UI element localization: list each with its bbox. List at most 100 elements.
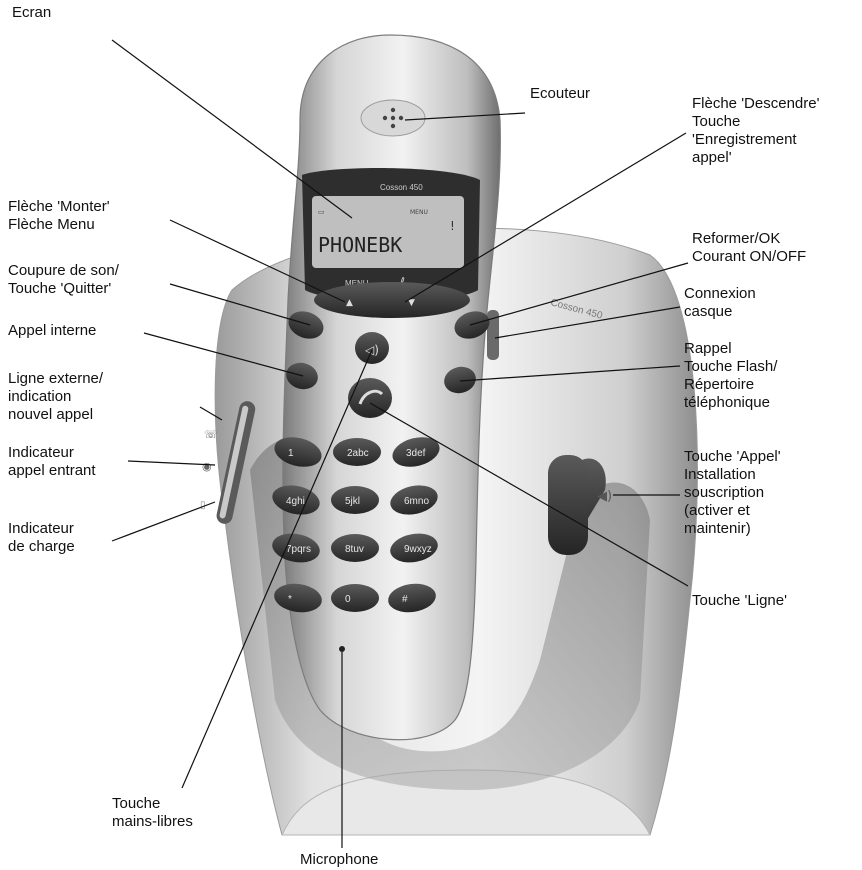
handsfree-key [355, 332, 389, 364]
label-line: Touche 'Quitter' [8, 280, 112, 297]
indicator-strip-highlight [219, 405, 249, 519]
keypad-key-10 [274, 583, 322, 613]
label-line: téléphonique [684, 394, 770, 411]
label-line: Touche Flash/ [684, 358, 778, 375]
label-ecouteur: Ecouteur [530, 85, 590, 103]
line-icon: ☏ [204, 428, 218, 441]
label-line: Connexion [684, 285, 756, 302]
label-line: Répertoire [684, 376, 755, 393]
label-line: appel' [692, 149, 732, 166]
leader-charge [111, 501, 216, 542]
pager-button-body [548, 455, 588, 555]
label-line: appel entrant [8, 462, 96, 479]
label-touche-ligne: Touche 'Ligne' [692, 592, 787, 610]
leader-ligne-externe [199, 406, 223, 421]
leader-lines [111, 39, 689, 848]
keypad-key-label: 1 [288, 448, 294, 459]
label-line: Touche 'Ligne' [692, 592, 787, 609]
leader-ecouteur [404, 112, 526, 121]
label-line: Indicateur [8, 444, 74, 461]
leader-ligne [369, 402, 689, 587]
label-line: Reformer/OK [692, 230, 781, 247]
menu-label: MENU [345, 279, 369, 288]
label-line: Touche [692, 113, 741, 130]
svg-text:ℓ: ℓ [399, 275, 405, 289]
svg-text:MENU: MENU [410, 209, 428, 216]
leader-coupure [169, 283, 311, 326]
label-touche-appel: Touche 'Appel' Installation souscription… [684, 448, 781, 538]
label-fleche-descendre: Flèche 'Descendre' Touche 'Enregistremen… [692, 95, 819, 167]
svg-text:▲: ▲ [346, 298, 353, 308]
label-connexion: Connexion casque [684, 285, 756, 321]
keypad-key-label: 3def [406, 448, 426, 459]
keypad-key-label: * [288, 594, 292, 605]
label-line: de charge [8, 538, 75, 555]
label-line: (activer et [684, 502, 750, 519]
keypad-key-11 [331, 584, 379, 612]
keypad-key-label: 9wxyz [404, 544, 432, 555]
label-line: Ecran [12, 4, 52, 21]
keypad-key-label: 8tuv [345, 544, 364, 555]
leader-ecran [111, 39, 353, 219]
label-coupure: Coupure de son/ Touche 'Quitter' [8, 262, 119, 298]
keypad-key-label: 5jkl [345, 496, 360, 507]
label-line: casque [684, 303, 733, 320]
keypad-key-4 [272, 485, 320, 515]
label-indicateur-charge: Indicateur de charge [8, 520, 75, 556]
svg-text:▼: ▼ [408, 298, 415, 308]
label-line: Touche 'Appel' [684, 448, 781, 465]
keypad-key-label: 7pqrs [286, 544, 311, 555]
keypad-key-label: 2abc [347, 448, 369, 459]
label-line: nouvel appel [8, 406, 94, 423]
label-line: Courant ON/OFF [692, 248, 807, 265]
label-appel-interne: Appel interne [8, 322, 96, 340]
label-line: mains-libres [112, 813, 193, 830]
label-ligne-externe: Ligne externe/ indication nouvel appel [8, 370, 103, 424]
keypad-key-3 [392, 437, 440, 467]
keypad-key-label: 6mno [404, 496, 429, 507]
lcd-text: PHONEBK [318, 233, 402, 257]
headset-jack [487, 310, 499, 360]
talk-key [348, 378, 392, 418]
svg-text:!: ! [450, 219, 455, 233]
label-line: Microphone [300, 851, 379, 868]
mute-key [288, 311, 324, 339]
keypad-key-5 [331, 486, 379, 514]
leader-connexion [494, 306, 681, 339]
label-line: Flèche 'Monter' [8, 198, 110, 215]
microphone-hole [339, 646, 345, 652]
label-line: 'Enregistrement [692, 131, 797, 148]
label-touche-mains-libres: Touche mains-libres [112, 795, 193, 831]
keypad-key-6 [390, 485, 438, 515]
label-line: Touche [112, 795, 161, 812]
handset-brand: Cosson 450 [380, 183, 423, 192]
keypad-key-8 [331, 534, 379, 562]
keypad-key-label: 4ghi [286, 496, 305, 507]
label-line: maintenir) [684, 520, 751, 537]
label-line: Ligne externe/ [8, 370, 104, 387]
label-line: Flèche Menu [8, 216, 95, 233]
incoming-icon: ◉ [202, 460, 212, 473]
label-line: indication [8, 388, 72, 405]
label-line: Indicateur [8, 520, 74, 537]
label-line: Flèche 'Descendre' [692, 95, 820, 112]
label-reformer: Reformer/OK Courant ON/OFF [692, 230, 806, 266]
leader-appel-interne [143, 332, 304, 377]
label-line: Coupure de son/ [8, 262, 119, 279]
svg-text:▭: ▭ [318, 208, 325, 216]
label-line: souscription [684, 484, 765, 501]
keypad-key-1 [274, 437, 322, 467]
label-line: Rappel [684, 340, 732, 357]
label-line: Installation [684, 466, 756, 483]
leader-reformer [469, 262, 689, 326]
charge-icon: ▯ [200, 500, 206, 511]
keypad-key-7 [272, 533, 320, 563]
keypad-key-label: # [402, 594, 408, 605]
lcd-screen [312, 196, 464, 268]
leader-descendre [404, 132, 687, 303]
keypad-key-9 [390, 533, 438, 563]
leader-monter [169, 219, 346, 303]
navigation-key [314, 282, 470, 318]
pager-icon: ◀) [597, 489, 612, 504]
